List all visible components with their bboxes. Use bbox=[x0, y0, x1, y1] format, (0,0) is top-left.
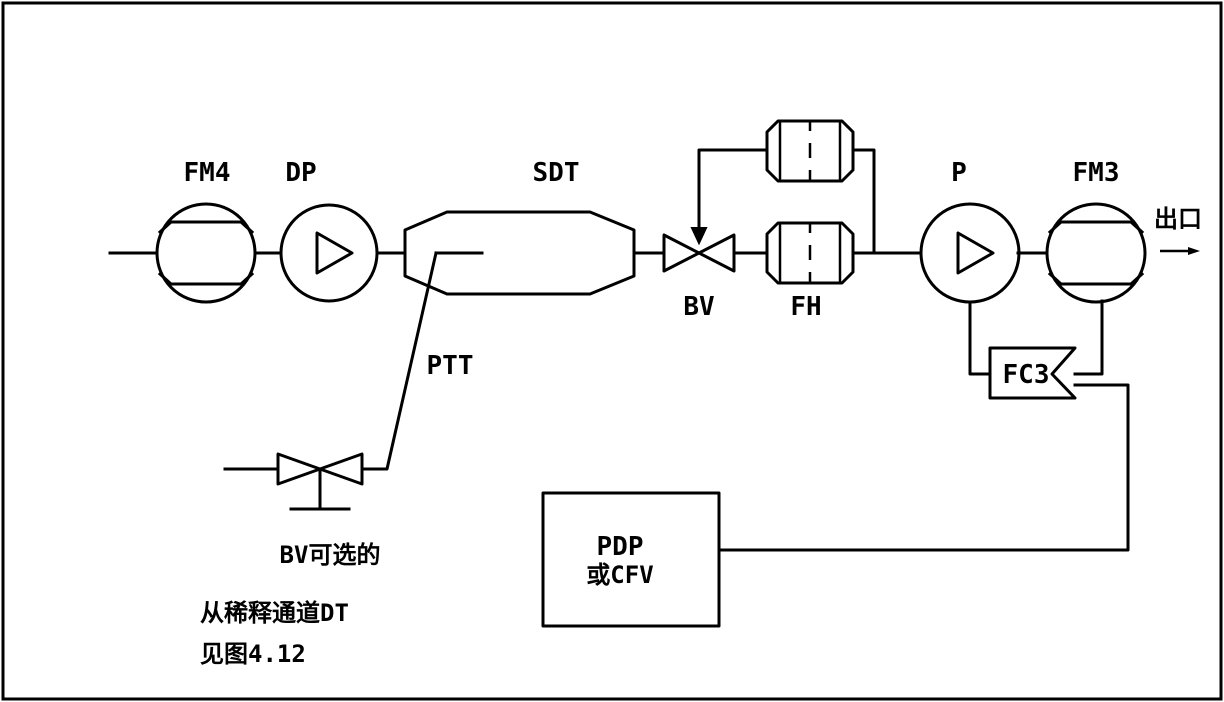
fc3-label: FC3 bbox=[1003, 360, 1050, 390]
filter-holder-icon bbox=[765, 119, 855, 183]
optional-ball-valve: BV可选的 bbox=[223, 452, 381, 569]
outlet-label: 出口 bbox=[1154, 205, 1202, 233]
source-note-line2: 见图4.12 bbox=[200, 640, 306, 668]
fh-label: FH bbox=[790, 292, 821, 322]
bv-label: BV bbox=[683, 292, 714, 322]
sdt-label: SDT bbox=[533, 158, 580, 188]
dp-label: DP bbox=[285, 158, 316, 188]
fm3-flow-meter: FM3 bbox=[1045, 158, 1147, 304]
ptt-label: PTT bbox=[427, 351, 474, 381]
bv-optional-label: BV可选的 bbox=[280, 541, 381, 569]
filter-bypass-loop bbox=[690, 148, 876, 255]
pdp-label-line2: 或CFV bbox=[586, 561, 653, 589]
pdp-cfv-box: PDP 或CFV bbox=[541, 383, 1130, 628]
fh-filter-holder: FH bbox=[765, 221, 855, 322]
upper-filter-holder bbox=[765, 119, 855, 183]
p-pump: P bbox=[919, 158, 1021, 304]
dp-pump: DP bbox=[279, 158, 379, 303]
fm4-flow-meter: FM4 bbox=[155, 158, 257, 304]
source-note: 从稀释通道DT 见图4.12 bbox=[200, 599, 349, 668]
ptt-transfer-tube: PTT bbox=[362, 251, 474, 471]
pump-icon bbox=[919, 202, 1021, 304]
fm4-label: FM4 bbox=[184, 158, 231, 188]
pdp-label-line1: PDP bbox=[597, 532, 644, 562]
bv-ball-valve: BV bbox=[662, 233, 736, 322]
outlet-arrow-icon bbox=[1160, 247, 1200, 255]
flow-meter-icon bbox=[155, 202, 257, 304]
filter-holder-icon bbox=[765, 221, 855, 285]
flow-meter-icon bbox=[1045, 202, 1147, 304]
source-note-line1: 从稀释通道DT bbox=[200, 599, 349, 627]
p-label: P bbox=[951, 158, 967, 188]
ball-valve-icon bbox=[276, 452, 364, 511]
sdt-tunnel: SDT bbox=[403, 158, 636, 296]
pump-icon bbox=[279, 203, 379, 303]
fc3-flow-controller: FC3 bbox=[968, 299, 1104, 400]
ball-valve-icon bbox=[662, 233, 736, 273]
fm3-label: FM3 bbox=[1073, 158, 1120, 188]
outlet: 出口 bbox=[1154, 205, 1202, 255]
